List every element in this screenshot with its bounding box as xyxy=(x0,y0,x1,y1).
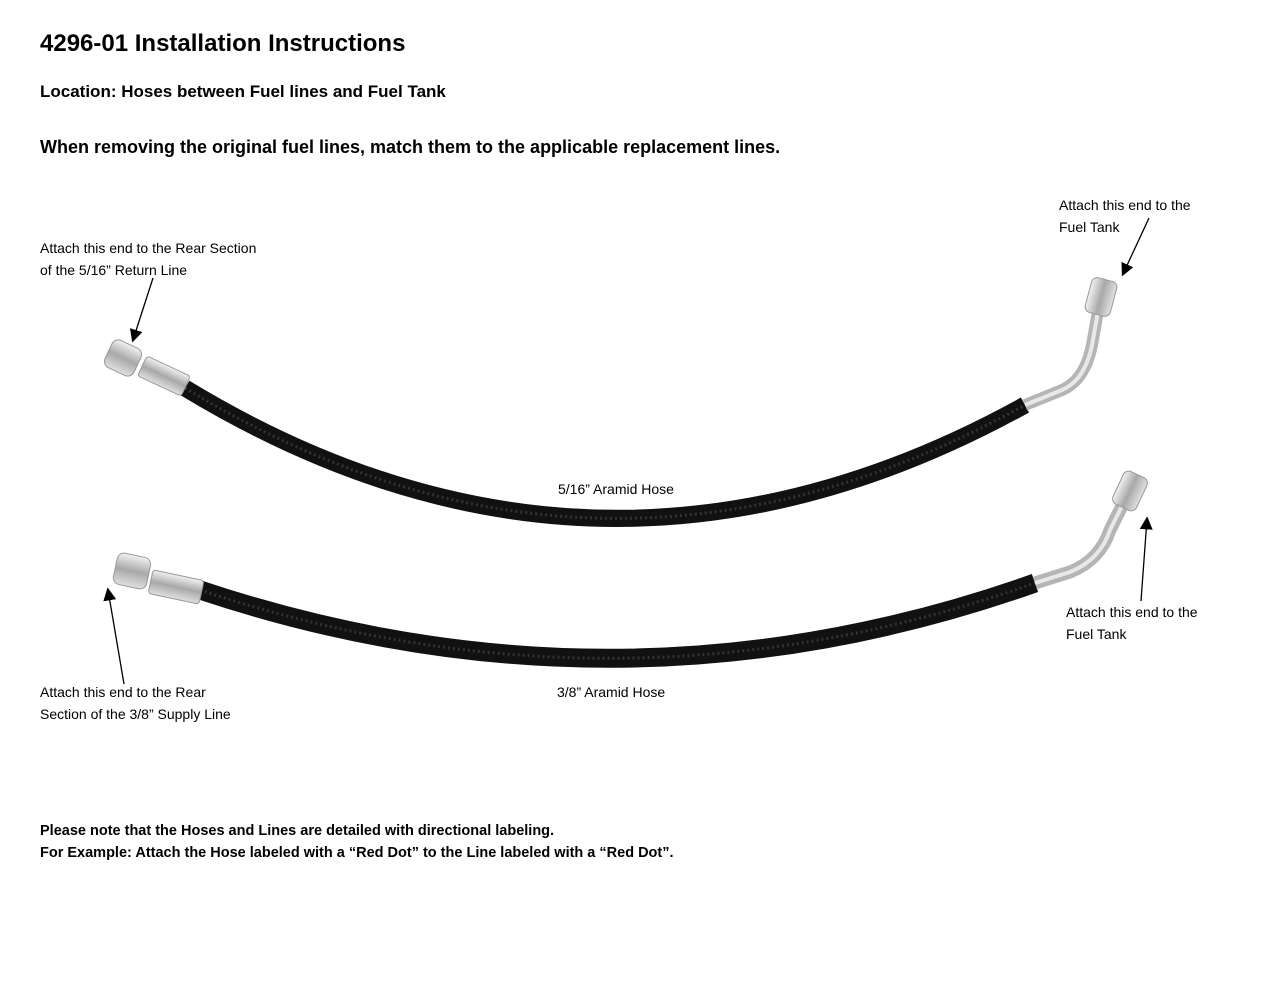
hose2-name: 3/8” Aramid Hose xyxy=(557,684,666,700)
label-line: Fuel Tank xyxy=(1066,626,1127,642)
label-line: Attach this end to the Rear xyxy=(40,684,206,700)
label-line: Attach this end to the xyxy=(1066,604,1198,620)
label-line: Fuel Tank xyxy=(1059,219,1120,235)
notes: Please note that the Hoses and Lines are… xyxy=(40,820,674,864)
hose2-left-label: Attach this end to the Rear Section of t… xyxy=(40,681,231,725)
hose-5-16 xyxy=(103,277,1118,527)
hose1-name: 5/16” Aramid Hose xyxy=(558,481,674,497)
arrow-hose1-right xyxy=(1121,217,1150,277)
instruction-text: When removing the original fuel lines, m… xyxy=(40,137,781,157)
hose1-right-label: Attach this end to the Fuel Tank xyxy=(1059,194,1191,238)
note-line: Please note that the Hoses and Lines are… xyxy=(40,823,555,839)
location-heading: Location: Hoses between Fuel lines and F… xyxy=(40,82,446,101)
arrow-hose2-left xyxy=(103,587,125,685)
hose-3-8 xyxy=(112,470,1148,668)
label-line: Attach this end to the Rear Section xyxy=(40,240,257,256)
hose1-left-label: Attach this end to the Rear Section of t… xyxy=(40,237,256,281)
page-title: 4296-01 Installation Instructions xyxy=(40,30,406,57)
note-line: For Example: Attach the Hose labeled wit… xyxy=(40,845,674,861)
arrow-hose1-left xyxy=(130,277,154,343)
hose2-right-label: Attach this end to the Fuel Tank xyxy=(1066,601,1198,645)
arrow-hose2-right xyxy=(1139,516,1153,602)
label-line: of the 5/16” Return Line xyxy=(40,262,188,278)
label-line: Attach this end to the xyxy=(1059,197,1191,213)
label-line: Section of the 3/8” Supply Line xyxy=(40,706,231,722)
